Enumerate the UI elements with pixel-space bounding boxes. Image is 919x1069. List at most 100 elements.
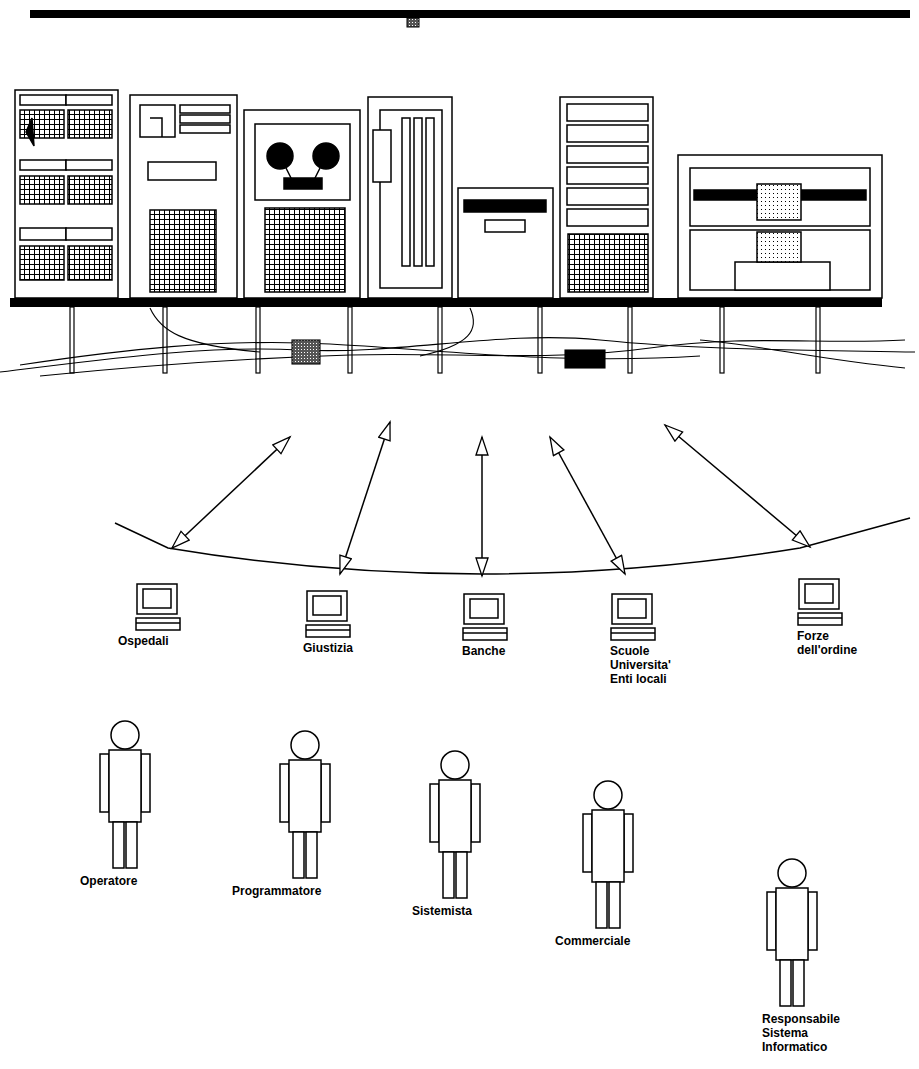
computer-cabinets-part [255,124,350,200]
computer-cabinets-part [560,97,653,298]
person-drawing [430,751,480,898]
head [441,751,469,779]
access-arrows [172,422,810,576]
person-node: Sistemista [412,750,485,918]
computer-cabinets-part [402,118,410,266]
person-icon [762,858,822,1008]
person-node: Responsabile Sistema Informatico [762,858,841,1054]
computer-cabinets-part [265,208,345,292]
computer-cabinets-part [150,210,216,292]
computer-cabinets-part [26,118,34,146]
computer-cabinets-part [464,200,546,212]
terminal-drawing [463,594,507,640]
raised-floor-part-part [816,307,820,373]
terminal-icon [305,590,353,638]
keyboard-line [798,617,842,619]
arm [624,814,633,872]
computer-cabinets-part [567,104,648,121]
top-bar [30,10,910,27]
computer-cabinets-part [15,90,118,298]
top-bar-part [407,18,419,27]
leg [306,832,317,878]
computer-cabinets-part [568,234,648,292]
node-label: Scuole Universita' Enti locali [610,644,671,686]
keyboard [136,618,180,630]
computer-cabinets-part [20,95,66,105]
computer-cabinets-part [180,115,230,123]
computer-cabinets-part [20,246,64,280]
arm [321,764,330,822]
person-icon [578,780,638,930]
cables-part [292,340,320,364]
leg [113,822,124,868]
keyboard [463,628,507,640]
node-label: Banche [462,644,505,658]
body [592,810,624,882]
body [289,760,321,832]
computer-cabinets-part [20,160,66,170]
terminal-icon [462,593,510,641]
raised-floor-part-part [348,307,352,373]
terminal-node: Ospedali [118,583,183,648]
head [111,721,139,749]
computer-cabinets-part [20,228,66,240]
network-line [115,518,910,574]
computer-cabinets-part [180,105,230,113]
keyboard-line [611,632,655,634]
leg [443,852,454,898]
cables-part [420,308,473,356]
computer-cabinets-part [130,95,237,298]
computer-cabinets-part [567,167,648,184]
terminal-node: Giustizia [303,590,354,655]
terminal-drawing [136,584,180,630]
person-node: Commerciale [555,780,638,948]
computer-cabinets-part [426,118,434,266]
keyboard [306,625,350,637]
person-drawing [280,731,330,878]
arm [141,754,150,812]
arm [583,814,592,872]
computer-cabinets-part [284,178,322,189]
body [439,780,471,852]
raised-floor-part [10,298,882,307]
computer-cabinets-part [66,160,112,170]
top-bar-part [30,10,910,18]
body [776,888,808,960]
computer-cabinets-part [68,246,112,280]
terminal-icon [135,583,183,631]
computer-cabinets-part [244,110,360,298]
computer-cabinets-part [313,143,339,169]
keyboard [611,628,655,640]
person-icon [275,730,335,880]
leg [596,882,607,928]
terminal-node: Scuole Universita' Enti locali [610,593,671,686]
computer-cabinets-part [150,118,162,137]
terminal-node: Forze dell'ordine [797,578,858,657]
arm [808,892,817,950]
monitor [307,591,347,621]
computer-cabinets-part [690,168,870,226]
computer-cabinets [15,90,882,298]
keyboard [798,613,842,625]
person-icon [95,720,155,870]
computer-cabinets-part [20,176,64,204]
node-label: Responsabile Sistema Informatico [762,1012,841,1054]
arm [471,784,480,842]
cables [0,308,915,376]
person-drawing [583,781,633,928]
arm [767,892,776,950]
head [594,781,622,809]
terminal-node: Banche [462,593,510,658]
node-label: Operatore [80,874,137,888]
leg [456,852,467,898]
terminal-icon [797,578,845,626]
terminal-drawing [798,579,842,625]
cables-part [150,308,260,352]
computer-cabinets-part [267,143,293,169]
screen [618,599,646,618]
cables-part [700,340,905,368]
node-label: Giustizia [303,641,353,655]
keyboard-line [463,632,507,634]
